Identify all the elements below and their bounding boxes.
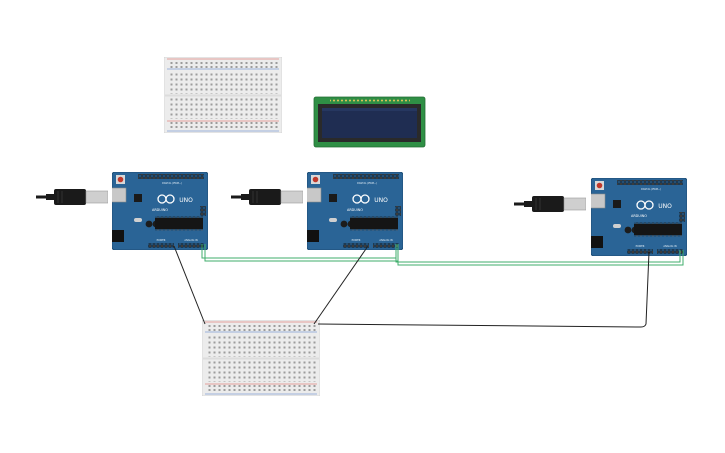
usb-cable-1[interactable] (36, 187, 108, 207)
arduino-uno-3[interactable] (585, 178, 687, 256)
black-wires[interactable] (173, 245, 650, 328)
lcd-screen (322, 108, 417, 138)
arduino-uno-1[interactable] (106, 172, 208, 250)
arduino-uno-2[interactable] (301, 172, 403, 250)
usb-cable-3[interactable] (514, 194, 586, 214)
green-wire-bus[interactable] (201, 244, 684, 266)
usb-cable-2[interactable] (231, 187, 303, 207)
breadboard-bottom[interactable] (202, 320, 320, 396)
breadboard-top[interactable] (164, 57, 282, 133)
lcd-16x2[interactable] (313, 96, 426, 148)
